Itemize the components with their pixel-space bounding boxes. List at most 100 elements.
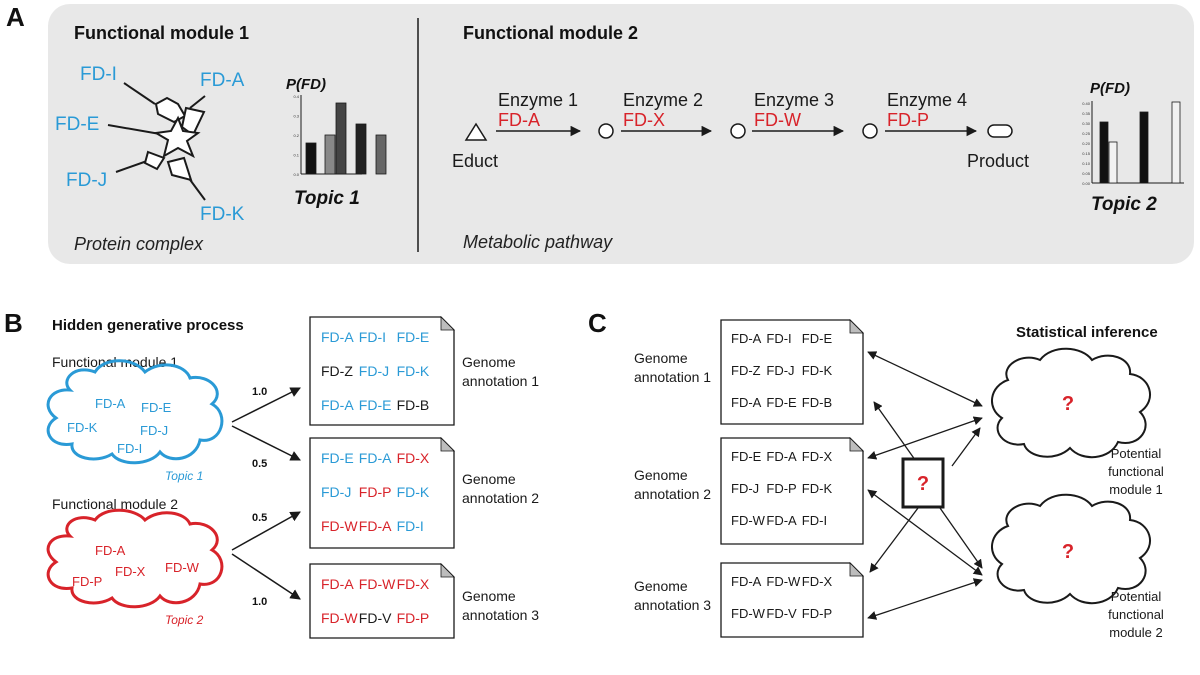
panel-b-module2-label: Functional module 2 xyxy=(52,496,178,512)
c-doc2-fd-1-2: FD-A xyxy=(766,449,797,464)
educt-triangle-icon xyxy=(464,122,488,141)
c-arrow-box-cloud2 xyxy=(939,507,983,569)
b-doc1-fd-3-2: FD-E xyxy=(359,397,392,413)
b-doc3-fd-1-2: FD-W xyxy=(359,576,396,592)
topic2-tick-0: 0.40 xyxy=(1082,101,1091,106)
b-doc1-fd-2-2: FD-J xyxy=(359,363,389,379)
c-doc2-fd-3-2: FD-A xyxy=(766,513,797,528)
c-document-3-card xyxy=(720,562,864,638)
weight-4: 1.0 xyxy=(252,596,267,608)
topic2-tick-6: 0.10 xyxy=(1082,161,1091,166)
potential-1-line2: functional xyxy=(1108,464,1164,479)
potential-2-line2: functional xyxy=(1108,607,1164,622)
topic2-label: Topic 2 xyxy=(1091,194,1157,215)
cloud2-fd-w: FD-W xyxy=(165,560,200,575)
c-doc3-fd-2-2: FD-V xyxy=(766,606,797,621)
b-doc1-fd-3-3: FD-B xyxy=(397,397,430,413)
c-arrow-cloud2-doc3 xyxy=(867,578,983,620)
educt-label: Educt xyxy=(452,151,498,171)
c-doc3-fd-2-3: FD-P xyxy=(802,606,832,621)
topic1-tick-0: 0.4 xyxy=(293,94,299,99)
enzyme-3-fd: FD-W xyxy=(754,110,801,130)
enzyme-1-label: Enzyme 1 xyxy=(498,90,578,110)
product-pill-icon xyxy=(987,124,1013,138)
b-doc3-fd-2-1: FD-W xyxy=(321,610,358,626)
c-doc1-fd-1-1: FD-A xyxy=(731,331,762,346)
weight-3: 0.5 xyxy=(252,512,267,524)
b-doc2-fd-3-2: FD-A xyxy=(359,518,392,534)
topic1-bar-4 xyxy=(355,123,367,175)
module2-title: Functional module 2 xyxy=(463,23,638,43)
c-doc1-fd-2-3: FD-K xyxy=(802,363,833,378)
b-document-2-card xyxy=(309,437,455,549)
c-annotation-2-line1: Genome xyxy=(634,467,688,483)
topic2-tick-3: 0.25 xyxy=(1082,131,1091,136)
topic2-bars xyxy=(1099,101,1181,184)
c-arrow-box-doc3 xyxy=(869,507,919,573)
enzyme-4-label: Enzyme 4 xyxy=(887,90,967,110)
c-document-1-dog-ear-icon xyxy=(849,319,864,334)
c-annotation-1-line2: annotation 1 xyxy=(634,369,711,385)
topic1-chart: P(FD) 0.40.30.20.10.0 Topic 1 xyxy=(286,76,387,209)
b-document-3-dog-ear-icon xyxy=(440,563,455,578)
intermediate-2-circle-icon xyxy=(730,123,746,139)
c-doc2-fd-2-3: FD-K xyxy=(802,481,833,496)
c-doc2-fd-2-1: FD-J xyxy=(731,481,759,496)
fd-label-a: FD-A xyxy=(200,70,245,91)
fd-label-j: FD-J xyxy=(66,170,107,191)
b-annotation-3-line1: Genome xyxy=(462,588,516,604)
intermediate-3-circle-icon xyxy=(862,123,878,139)
b-arrow-3 xyxy=(231,511,301,551)
potential-module2-cloud-icon xyxy=(991,493,1151,605)
intermediate-1-circle-icon xyxy=(598,123,614,139)
potential-1-line3: module 1 xyxy=(1109,482,1162,497)
enzyme-2-label: Enzyme 2 xyxy=(623,90,703,110)
b-annotation-2-line2: annotation 2 xyxy=(462,490,539,506)
c-arrow-cloud1-doc1 xyxy=(867,351,983,407)
module1-title: Functional module 1 xyxy=(74,23,249,43)
fd-label-e: FD-E xyxy=(55,114,99,135)
topic2-tick-labels: 0.400.350.300.250.200.150.100.050.00 xyxy=(1082,101,1091,186)
fd-label-k: FD-K xyxy=(200,204,245,225)
product-label: Product xyxy=(967,151,1029,171)
c-doc2-fd-1-3: FD-X xyxy=(802,449,833,464)
module1-caption: Protein complex xyxy=(74,234,204,254)
c-doc2-fd-1-1: FD-E xyxy=(731,449,762,464)
b-doc1-fd-3-1: FD-A xyxy=(321,397,354,413)
c-arrow-box-doc1 xyxy=(873,401,919,465)
b-doc3-fd-1-1: FD-A xyxy=(321,576,354,592)
topic1-tick-labels: 0.40.30.20.10.0 xyxy=(293,94,299,177)
c-doc3-fd-1-3: FD-X xyxy=(802,574,833,589)
c-doc1-fd-3-2: FD-E xyxy=(766,395,797,410)
c-arrow-cloud2-doc2 xyxy=(867,489,983,576)
panel-a-background xyxy=(48,4,1194,264)
c-document-3-dog-ear-icon xyxy=(849,562,864,577)
cloud2-fd-p: FD-P xyxy=(72,574,102,589)
topic1-bar-3 xyxy=(335,102,347,175)
b-doc2-fd-2-2: FD-P xyxy=(359,484,392,500)
topic2-tick-5: 0.15 xyxy=(1082,151,1091,156)
b-arrow-2 xyxy=(231,425,301,461)
topic2-cloud-label: Topic 2 xyxy=(165,613,204,627)
panel-a-label: A xyxy=(6,2,25,32)
c-annotation-3-line1: Genome xyxy=(634,578,688,594)
topic2-bar-4 xyxy=(1171,101,1181,184)
topic2-bar-2 xyxy=(1108,141,1118,184)
topic2-tick-1: 0.35 xyxy=(1082,111,1091,116)
b-annotation-1-line1: Genome xyxy=(462,354,516,370)
enzyme-1-fd: FD-A xyxy=(498,110,540,130)
potential-module1-cloud-icon xyxy=(991,347,1151,459)
topic1-chart-ylabel: P(FD) xyxy=(286,76,326,93)
topic2-bar-3 xyxy=(1139,111,1149,184)
b-doc1-fd-1-2: FD-I xyxy=(359,329,386,345)
enzyme-3-label: Enzyme 3 xyxy=(754,90,834,110)
b-doc3-fd-1-3: FD-X xyxy=(397,576,430,592)
enzyme-4-fd: FD-P xyxy=(887,110,929,130)
c-doc1-fd-2-1: FD-Z xyxy=(731,363,761,378)
b-document-1-card xyxy=(309,316,455,426)
c-doc3-fd-1-2: FD-W xyxy=(766,574,801,589)
